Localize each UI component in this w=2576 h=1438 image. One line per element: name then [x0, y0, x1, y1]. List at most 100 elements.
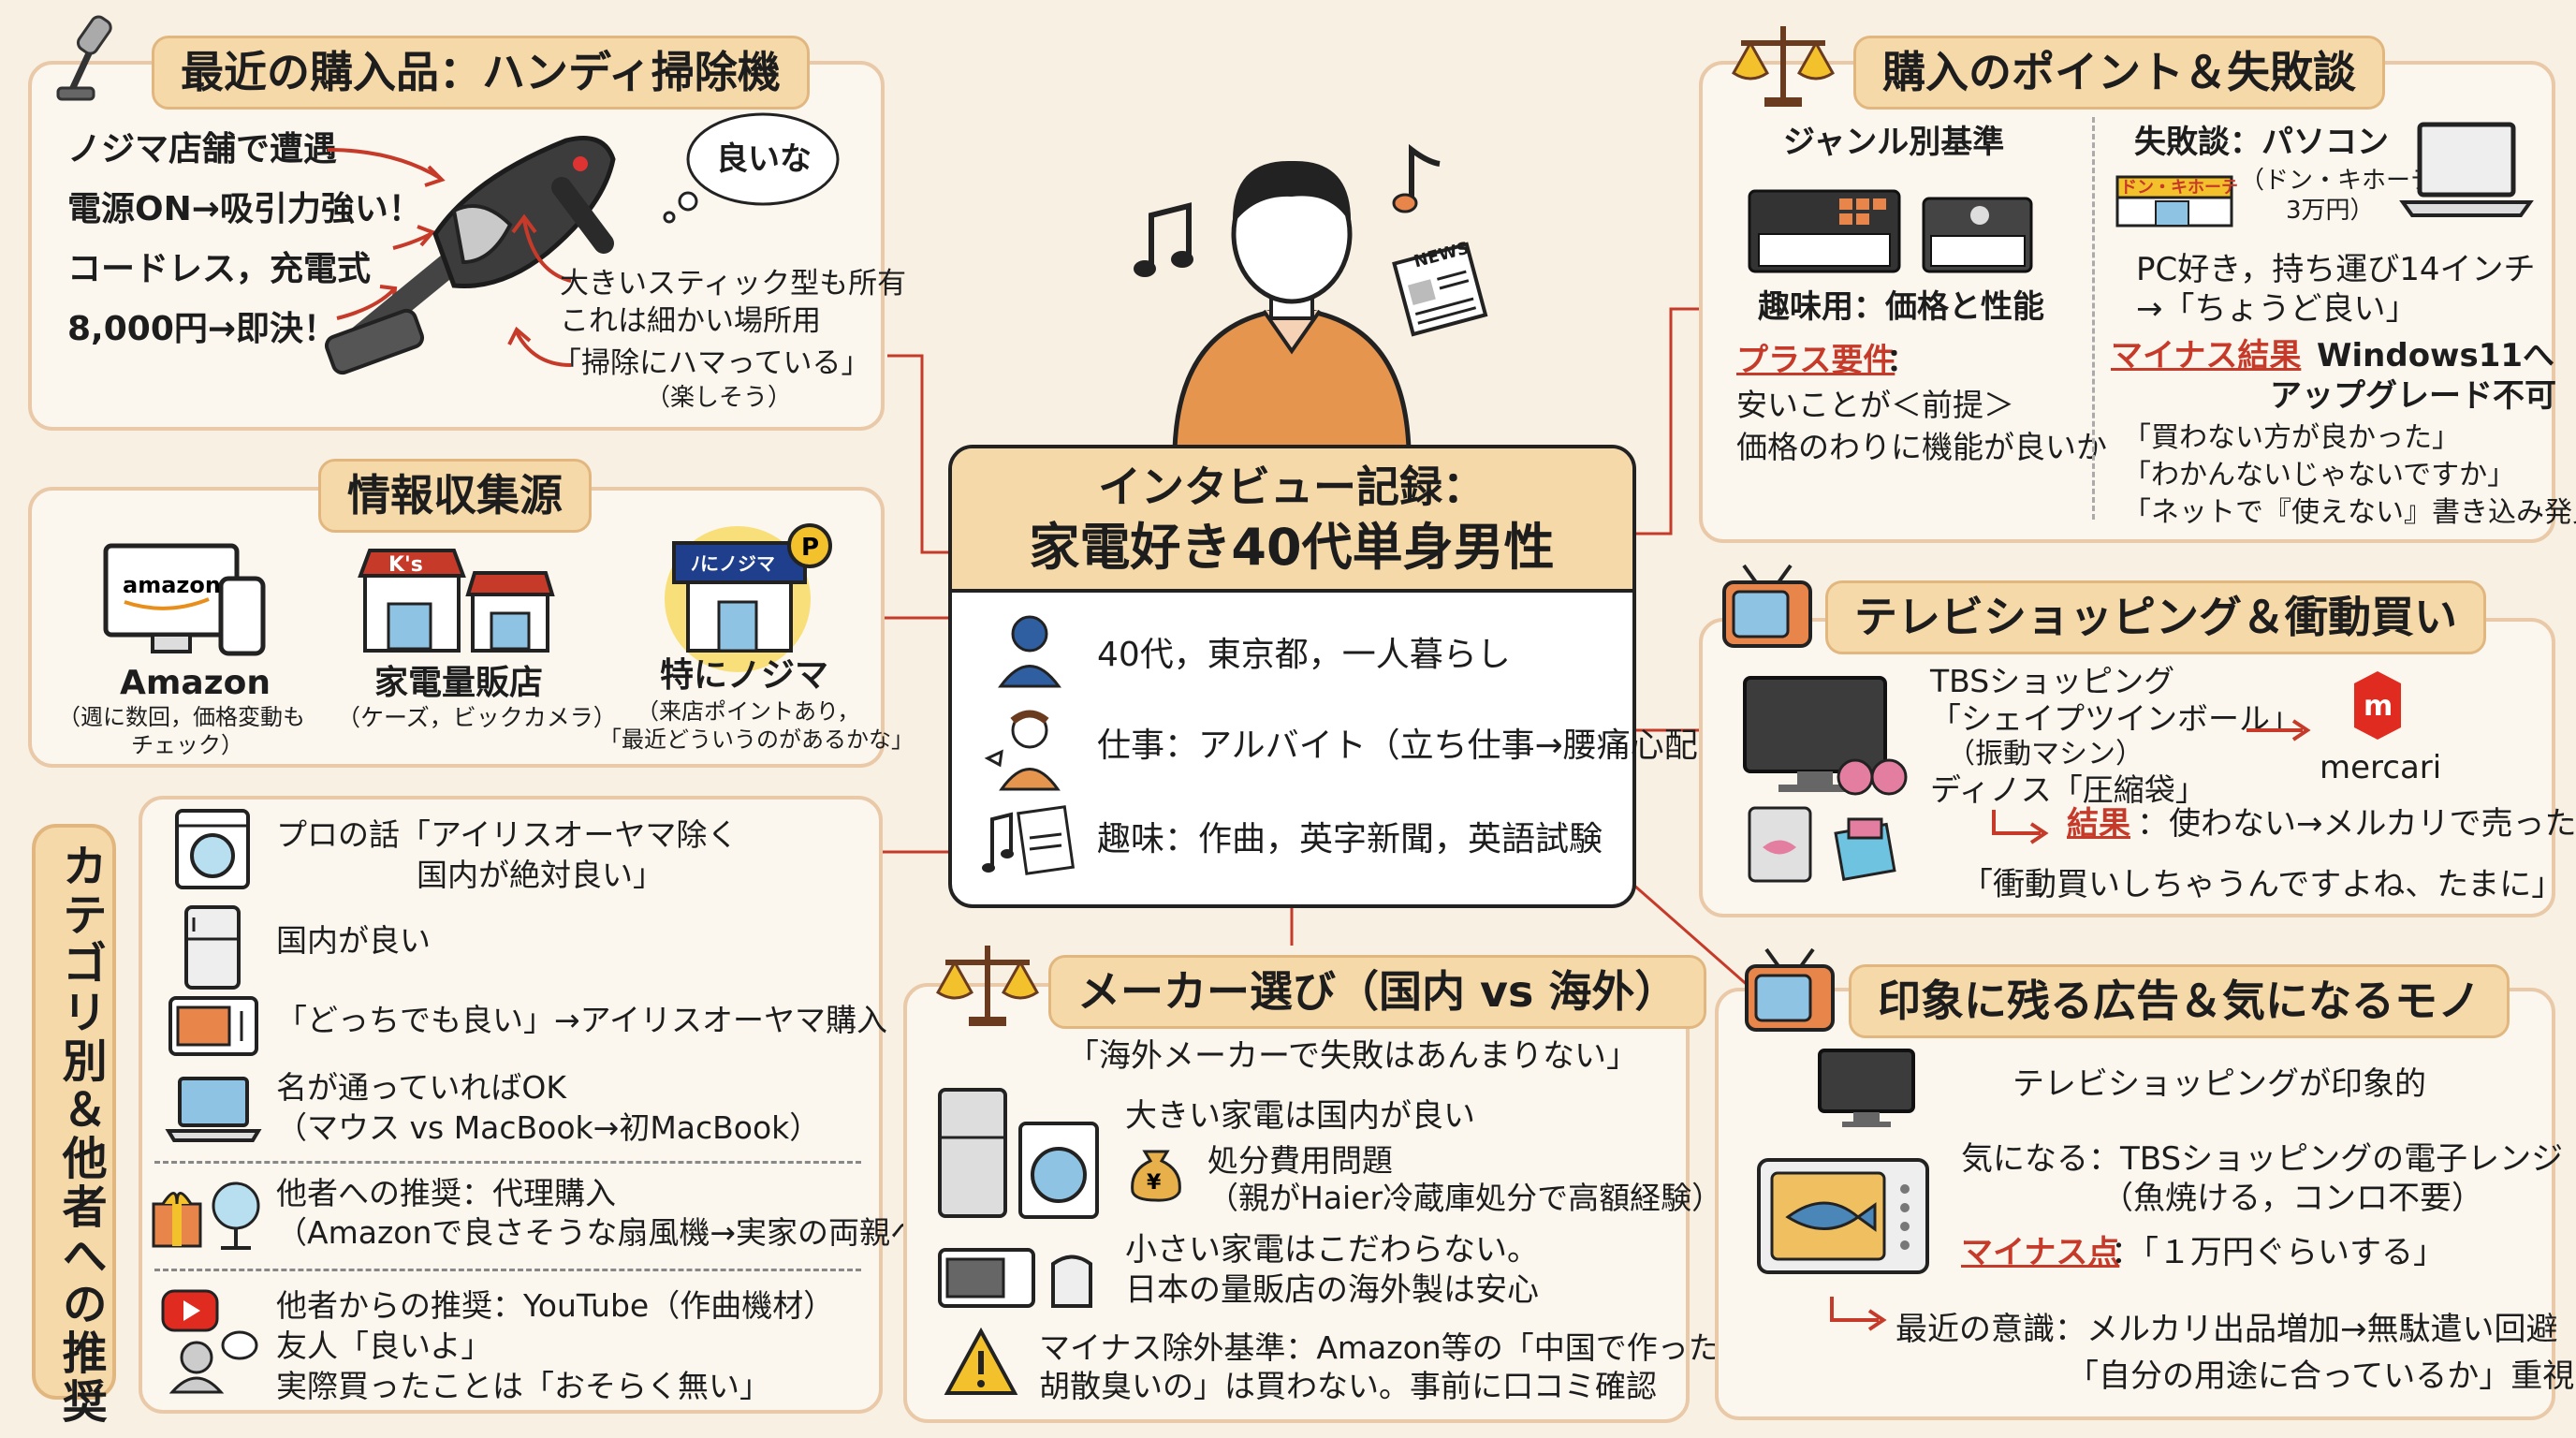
- maker-minus: マイナス除外基準：Amazon等の「中国で作った: [1039, 1329, 1720, 1366]
- recommend-in: 他者からの推奨：YouTube（作曲機材）: [276, 1287, 835, 1324]
- music-note-icon: [1392, 143, 1441, 213]
- tv-result-label: 結果: [2067, 805, 2130, 843]
- arrow-to-mercari: [2247, 719, 2311, 741]
- synth-icons: [1748, 189, 2033, 273]
- recommend-in: 実際買ったことは「おそらく無い」: [276, 1368, 770, 1404]
- handy-vacuum-icon: [324, 136, 616, 375]
- source-name-amazon: Amazon: [120, 664, 271, 702]
- category-vertical-title: カテゴリ別＆他者への推奨: [53, 843, 107, 1427]
- tv-line: ディノス「圧縮袋」: [1930, 771, 2206, 808]
- hobby-icon: [982, 805, 1076, 875]
- maker-big: 大きい家電は国内が良い: [1125, 1097, 1475, 1135]
- fail-pc: →「ちょうど良い」: [2136, 290, 2418, 328]
- ads-line: テレビショッピングが印象的: [2012, 1065, 2426, 1103]
- youtube-friend-icon: [161, 1289, 258, 1394]
- points-plus: 安いことが＜前提＞: [1736, 387, 2014, 423]
- music-note-icon: [1134, 202, 1193, 277]
- thought-bubble-text: 良いな: [716, 140, 812, 178]
- source-note: （ケーズ，ビックカメラ）: [337, 704, 617, 731]
- points-panel: [1699, 61, 2555, 543]
- purchase-note: （楽しそう）: [646, 384, 793, 412]
- worker-icon: [984, 710, 1061, 791]
- divider: [2092, 117, 2095, 520]
- divider: [154, 1161, 861, 1164]
- newspaper-icon: [1392, 242, 1488, 337]
- source-name-store: 家電量販店: [374, 664, 544, 702]
- divider: [154, 1269, 861, 1271]
- gift-and-fan-icon: [152, 1181, 260, 1250]
- recent-arrow: [1830, 1297, 1887, 1331]
- purchase-note: これは細かい場所用: [560, 304, 821, 338]
- purchase-item: 8,000円→即決！: [67, 310, 338, 348]
- purchase-note: 大きいスティック型も所有: [560, 267, 907, 301]
- tv-line: TBSショッピング: [1930, 663, 2175, 699]
- scale-icon: [1732, 26, 1835, 107]
- tv-quote: 「衝動買いしちゃうんですよね、たまに」: [1961, 866, 2564, 903]
- svg-text:amazon: amazon: [123, 572, 221, 598]
- tv-line: 「シェイプツインボール」: [1930, 700, 2301, 737]
- category-item: 国内が絶対良い」: [417, 857, 664, 893]
- scale-icon: [936, 946, 1039, 1026]
- profile-line: 趣味：作曲，英字新聞，英語試験: [1097, 820, 1603, 858]
- category-item: （マウス vs MacBook→初MacBook）: [276, 1109, 821, 1146]
- source-note: チェック）: [131, 732, 243, 758]
- thought-bubble: [663, 112, 840, 224]
- tv-monitor-icon: [1743, 676, 1887, 792]
- points-title: 購入のポイント＆失敗談: [1853, 36, 2385, 110]
- svg-text:¥: ¥: [1147, 1171, 1162, 1195]
- purchase-note: 「掃除にハマっている」: [552, 346, 871, 380]
- profile-line: 仕事：アルバイト（立ち仕事→腰痛心配）: [1097, 726, 1732, 765]
- warning-icon: [944, 1327, 1018, 1395]
- category-panel: [139, 796, 883, 1414]
- amazon-device-icon: amazon: [103, 543, 266, 656]
- maker-small: 日本の量販店の海外製は安心: [1125, 1271, 1539, 1309]
- purchase-item: ノジマ店舗で遭遇: [67, 130, 338, 169]
- donki-store-icon: [2115, 175, 2233, 227]
- compression-bag-icon: [1748, 806, 1896, 883]
- svg-text:ﾉにノジマ: ﾉにノジマ: [691, 552, 775, 575]
- fail-minus: アップグレード不可: [2270, 377, 2556, 415]
- maker-disposal: （親がHaier冷蔵庫処分で高額経験）: [1208, 1180, 1723, 1216]
- fail-quote: 「わかんないじゃないですか」: [2123, 459, 2516, 492]
- points-hobby: 趣味用：価格と性能: [1758, 288, 2044, 326]
- retro-tv-icon: [1722, 564, 1812, 648]
- info-title: 情報収集源: [318, 459, 592, 533]
- points-plus: 価格のわりに機能が良いか: [1736, 429, 2107, 465]
- donki-label: ドン・キホーテ: [2120, 178, 2238, 198]
- tv-title: テレビショッピング＆衝動買い: [1825, 580, 2486, 654]
- fail-title: 失敗談：パソコン: [2134, 124, 2389, 161]
- mercari-label: mercari: [2320, 749, 2442, 786]
- center-title-line2: 家電好き40代単身男性: [1029, 518, 1555, 577]
- profile-line: 40代，東京都，一人暮らし: [1097, 636, 1511, 674]
- retro-tv-icon: [1745, 947, 1835, 1032]
- recommend-out: 他者への推奨：代理購入: [276, 1175, 616, 1211]
- ads-minus: ：「１万円ぐらいする」: [2111, 1234, 2445, 1271]
- fail-pc: PC好き，持ち運び14インチ: [2136, 251, 2536, 288]
- microwave-fish-icon: [1757, 1158, 1929, 1274]
- result-arrow: [1992, 810, 2049, 844]
- note-arrows: [507, 213, 572, 367]
- category-item: 「どっちでも良い」→アイリスオーヤマ購入: [276, 1002, 888, 1038]
- center-title-band: [952, 448, 1632, 593]
- maker-title: メーカー選び（国内 vs 海外）: [1048, 955, 1707, 1029]
- category-item: プロの話「アイリスオーヤマ除く: [276, 816, 739, 853]
- svg-text:m: m: [2364, 690, 2393, 723]
- points-genre: ジャンル別基準: [1783, 124, 2005, 161]
- shape-ball-icon: [1837, 758, 1908, 796]
- maker-minus: 胡散臭いの」は買わない。事前に口コミ確認: [1039, 1368, 1657, 1404]
- svg-text:K's: K's: [388, 553, 423, 577]
- source-note: 「最近どういうのがあるかな」: [599, 726, 914, 753]
- points-colon: ：: [1886, 342, 1918, 379]
- money-bag-icon: ¥: [1131, 1150, 1181, 1202]
- microwave-kettle-icon: [938, 1248, 1092, 1308]
- tv-line: （振動マシン）: [1947, 738, 2144, 770]
- category-item: 国内が良い: [276, 922, 431, 959]
- person-icon: [1172, 160, 1412, 452]
- purchase-title: 最近の購入品：ハンディ掃除機: [152, 36, 810, 110]
- recommend-in: 友人「良いよ」: [276, 1328, 492, 1364]
- purchase-item: コードレス，充電式: [67, 250, 372, 288]
- washing-machine-icon: [175, 809, 250, 889]
- fail-minus: Windows11へ: [2317, 337, 2555, 374]
- fail-note: （ドン・キホーテ: [2240, 167, 2436, 195]
